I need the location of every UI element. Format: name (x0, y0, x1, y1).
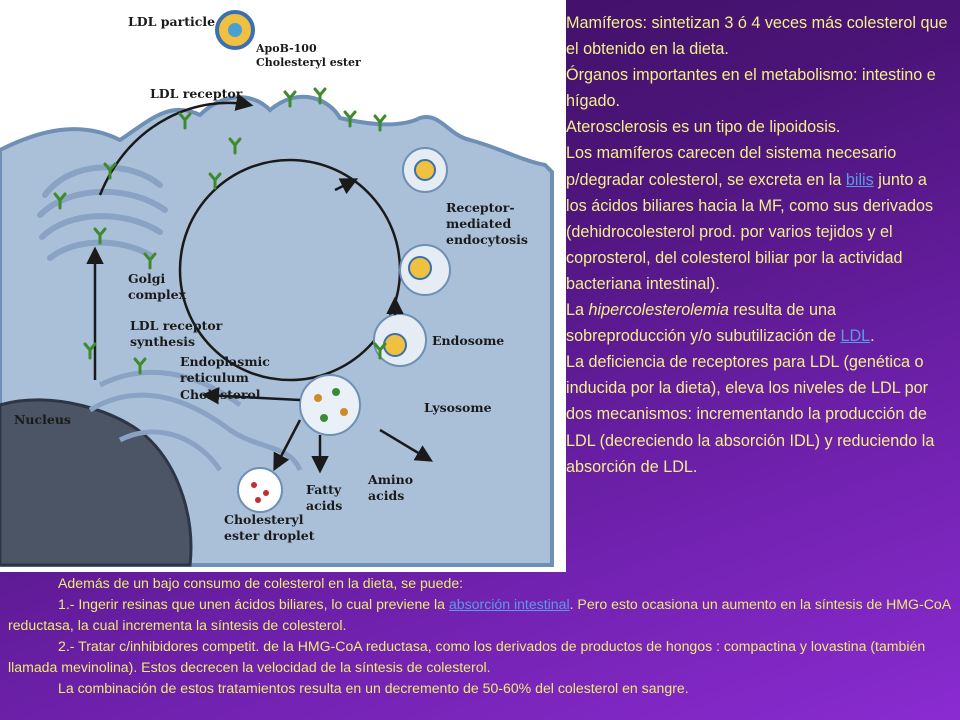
cholesteryl-ester-top-label: Cholesteryl ester (256, 56, 361, 69)
droplet-label-2: ester droplet (224, 528, 315, 543)
side-paragraph-4: Los mamíferos carecen del sistema necesa… (566, 140, 952, 297)
bottom-item-2: 2.- Tratar c/inhibidores competit. de la… (8, 638, 926, 675)
hipercolesterolemia-term: hipercolesterolemia (588, 301, 729, 320)
golgi-label-1: Golgi (128, 271, 166, 286)
coated-vesicle (399, 244, 451, 296)
ldl-pathway-figure: Nucleus (0, 0, 566, 572)
absorcion-intestinal-link[interactable]: absorción intestinal (448, 596, 570, 612)
side-paragraph-1: Mamíferos: sintetizan 3 ó 4 veces más co… (566, 14, 948, 59)
bottom-item-1: 1.- Ingerir resinas que unen ácidos bili… (8, 594, 952, 636)
side-paragraph-2: Órganos importantes en el metabolismo: i… (566, 66, 936, 111)
bottom-outro: La combinación de estos tratamientos res… (58, 680, 689, 696)
side-paragraph-5: La hipercolesterolemia resulta de una so… (566, 297, 952, 349)
bottom-intro: Además de un bajo consumo de colesterol … (58, 575, 464, 591)
receptor-mediated-label-3: endocytosis (446, 232, 528, 247)
endocytic-vesicle (402, 147, 448, 193)
side-p5-text-a: La (566, 301, 589, 320)
droplet-arrow (273, 419, 302, 472)
er-label-1: Endoplasmic (180, 354, 270, 369)
synthesis-label-2: synthesis (130, 334, 195, 349)
nucleus (0, 398, 193, 567)
side-text-panel: Mamíferos: sintetizan 3 ó 4 veces más co… (566, 10, 952, 480)
ldl-receptor-label: LDL receptor (150, 86, 243, 101)
side-p4-text-a: Los mamíferos carecen del sistema necesa… (566, 144, 897, 189)
synthesis-label-1: LDL receptor (130, 318, 223, 333)
ldl-particle-label: LDL particle (128, 14, 215, 29)
ldl-pathway-diagram: Nucleus (0, 10, 554, 567)
apob-label: ApoB-100 (255, 42, 317, 55)
side-p4-text-b: junto a los ácidos biliares hacia la MF,… (566, 170, 934, 293)
ldl-particle (215, 10, 255, 50)
receptor-mediated-label-1: Receptor- (446, 200, 515, 215)
golgi-label-2: complex (128, 287, 187, 302)
bottom-item-1-text-b: . Pero esto ocasiona un aumento en la sí… (8, 596, 951, 633)
cholesteryl-ester-droplet (237, 467, 283, 513)
lysosome-label: Lysosome (424, 400, 492, 415)
bilis-link[interactable]: bilis (845, 170, 874, 189)
side-p5-text-b: resulta de una sobreproducción y/o subut… (566, 301, 841, 346)
amino-acids-label-2: acids (368, 488, 404, 503)
droplet-label-1: Cholesteryl (224, 512, 304, 527)
er-label-2: reticulum (180, 370, 249, 385)
fatty-acids-label-1: Fatty (306, 482, 342, 497)
ldl-link[interactable]: LDL (840, 327, 871, 346)
side-p5-text-c: . (870, 327, 875, 346)
bottom-text-panel: Además de un bajo consumo de colesterol … (8, 573, 952, 699)
endosome (373, 313, 427, 367)
side-paragraph-3: Aterosclerosis es un tipo de lipoidosis. (566, 118, 841, 137)
side-paragraph-6: La deficiencia de receptores para LDL (g… (566, 353, 935, 476)
amino-acids-label-1: Amino (367, 472, 413, 487)
receptor-mediated-label-2: mediated (446, 216, 511, 231)
nucleus-label: Nucleus (14, 412, 71, 427)
fatty-acids-label-2: acids (306, 498, 342, 513)
recycling-arrow (334, 178, 359, 195)
amino-acids-arrow (379, 428, 434, 462)
golgi-to-membrane-arrow (98, 93, 254, 196)
cholesterol-label: Cholesterol (180, 387, 261, 402)
endosome-label: Endosome (432, 333, 504, 348)
bottom-item-1-text-a: 1.- Ingerir resinas que unen ácidos bili… (58, 596, 449, 612)
cholesterol-arrow (201, 386, 301, 405)
lysosome (299, 374, 361, 436)
